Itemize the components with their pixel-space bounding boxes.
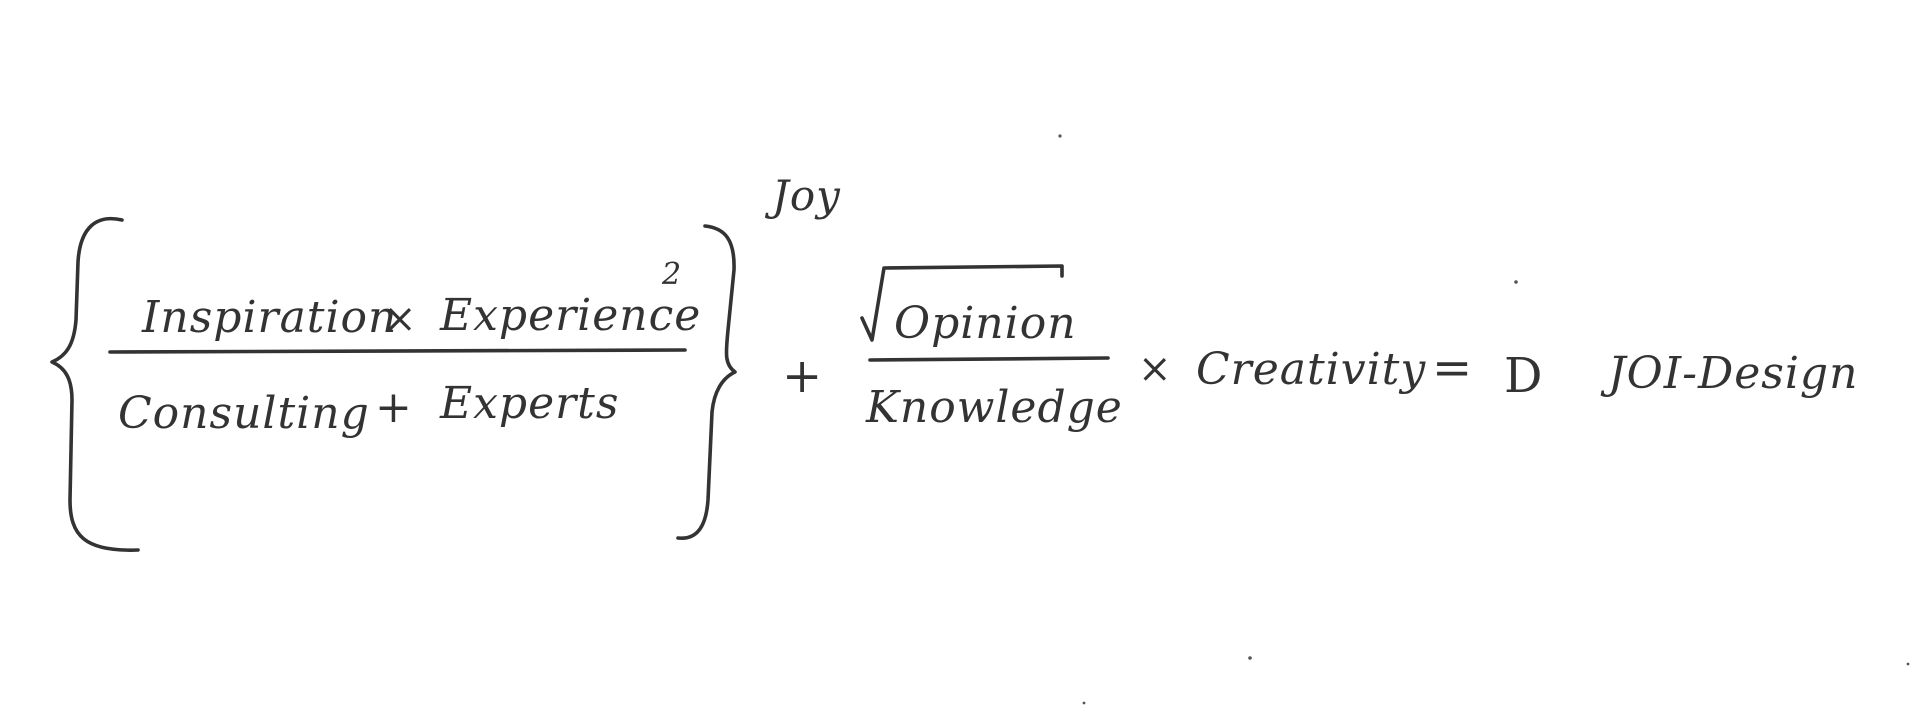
root-term-opinion: Opinion xyxy=(894,298,1077,349)
left-curly-brace xyxy=(50,217,140,552)
denominator-plus-operator: + xyxy=(375,382,413,433)
second-fraction-bar xyxy=(868,356,1110,362)
multiplier-creativity: Creativity xyxy=(1196,344,1426,395)
paper-speck xyxy=(1514,280,1518,284)
numerator-times-operator: × xyxy=(383,296,418,342)
paper-speck xyxy=(1906,662,1910,666)
square-root-sign xyxy=(860,264,1064,342)
paper-speck xyxy=(1248,656,1252,660)
main-fraction-bar xyxy=(108,348,687,354)
denominator-right-term: Experts xyxy=(439,378,619,429)
equals-operator: = xyxy=(1432,340,1473,396)
numerator-exponent: 2 xyxy=(661,257,682,292)
second-denominator-knowledge: Knowledge xyxy=(865,382,1123,433)
right-curly-brace xyxy=(676,224,737,540)
numerator-left-term: Inspiration xyxy=(141,292,397,343)
denominator-left-term: Consulting xyxy=(118,388,370,439)
result-symbol: D xyxy=(1504,348,1543,404)
outer-exponent-joy: Joy xyxy=(764,171,841,220)
paper-speck xyxy=(1058,134,1062,138)
result-label: JOI-Design xyxy=(1600,348,1858,399)
plus-operator: + xyxy=(782,348,823,404)
paper-speck xyxy=(1082,701,1086,705)
numerator-right-term: Experience xyxy=(439,290,701,341)
times-operator: × xyxy=(1138,346,1173,392)
